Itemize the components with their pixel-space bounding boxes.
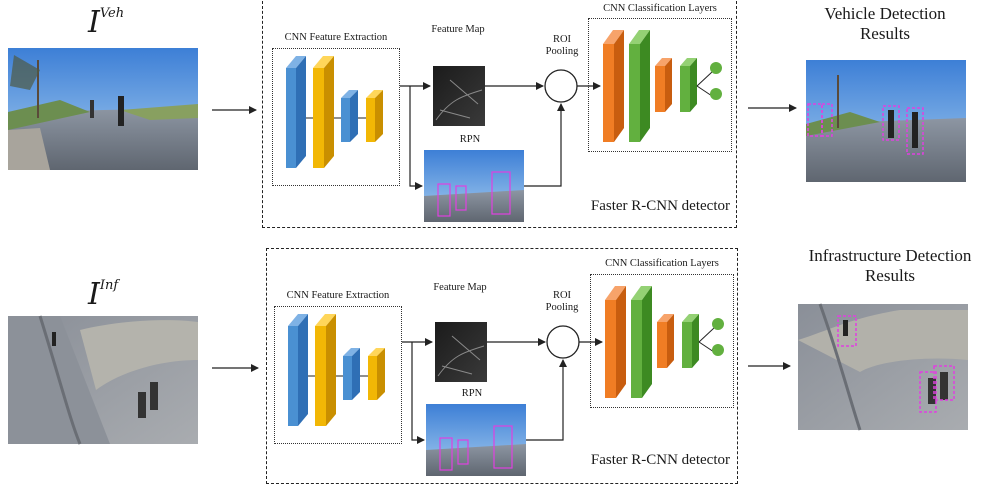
vehicle-feature-map-label: Feature Map [431, 24, 485, 35]
input-superscript-text: Inf [99, 278, 119, 293]
infrastructure-cnn-feature-extraction-label: CNN Feature Extraction [286, 290, 390, 301]
vehicle-rpn-label: RPN [459, 134, 481, 145]
input-symbol-text: I [88, 5, 100, 40]
infrastructure-roi-pooling-label: ROI Pooling [545, 290, 579, 314]
infrastructure-input-symbol: IInf [88, 277, 119, 313]
infrastructure-rpn-label: RPN [461, 388, 483, 399]
infrastructure-classification-label: CNN Classification Layers [605, 258, 719, 269]
vehicle-cnn-feature-extraction-label: CNN Feature Extraction [284, 32, 388, 43]
vehicle-feature-extraction-box [272, 48, 400, 186]
infrastructure-classification-box [590, 274, 734, 408]
infrastructure-feature-extraction-box [274, 306, 402, 444]
vehicle-classification-label: CNN Classification Layers [603, 3, 717, 14]
vehicle-results-title: Vehicle Detection Results [824, 4, 946, 43]
vehicle-detector-frame [262, 0, 737, 228]
infrastructure-detector-name: Faster R-CNN detector [590, 452, 730, 468]
infrastructure-feature-map-label: Feature Map [433, 282, 487, 293]
vehicle-detector-name: Faster R-CNN detector [590, 198, 730, 214]
vehicle-roi-pooling-label: ROI Pooling [545, 34, 579, 58]
input-symbol-text: I [88, 277, 100, 312]
input-superscript-text: Veh [99, 6, 125, 21]
vehicle-row: IVeh CNN Feature Extraction Feature Map … [0, 0, 1000, 240]
vehicle-classification-box [588, 18, 732, 152]
infrastructure-results-title: Infrastructure Detection Results [808, 246, 972, 285]
vehicle-input-symbol: IVeh [88, 5, 125, 41]
